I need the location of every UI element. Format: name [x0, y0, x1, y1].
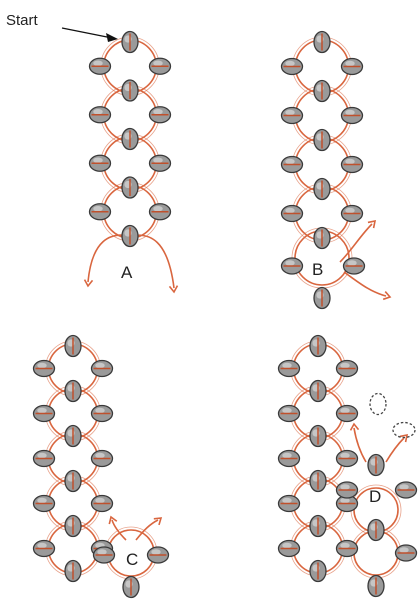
panel-a-center-bead — [121, 176, 139, 199]
panel-b-side-bead — [340, 106, 364, 125]
start-arrow-icon — [61, 27, 118, 42]
panel-b-side-bead — [280, 57, 304, 76]
panel-d-center-bead — [309, 559, 327, 583]
panel-b-side-bead — [340, 204, 364, 223]
panel-d-side-bead — [335, 539, 359, 558]
panel-a-arrow-left — [83, 279, 94, 288]
panel-c-side-bead — [32, 494, 56, 513]
panel-c-center-bead — [64, 424, 82, 448]
panel-d-side-bead — [394, 481, 418, 499]
panel-d-side-bead — [277, 404, 301, 423]
panel-b-side-bead — [280, 106, 304, 125]
panel-c-center-bead — [64, 469, 82, 493]
panel-c-thread-left — [111, 519, 127, 541]
panel-a-side-bead — [88, 203, 112, 221]
panel-d-side-bead — [335, 494, 359, 513]
panel-d-center-bead — [309, 379, 327, 403]
start-label: Start — [6, 12, 39, 29]
panel-d-ghost-bead-vertical — [369, 392, 387, 416]
panel-c-thread-right — [135, 519, 159, 541]
panel-a-side-bead — [148, 57, 172, 75]
panel-c-center-bead — [64, 514, 82, 538]
panel-d-side-bead — [277, 494, 301, 513]
panel-c-center-bead — [64, 379, 82, 403]
panel-d-center-bead — [309, 424, 327, 448]
panel-b-side-bead — [280, 204, 304, 223]
panel-b-side-bead — [340, 155, 364, 174]
panel-b-center-bead — [313, 79, 331, 103]
panel-b-side-bead — [342, 257, 366, 275]
panel-c-side-bead — [32, 449, 56, 468]
panel-a-side-bead — [88, 154, 112, 172]
step-label-c: C — [126, 550, 138, 569]
beads — [32, 30, 418, 599]
panel-d-side-bead — [277, 449, 301, 468]
panel-d-center-bead — [309, 469, 327, 493]
panel-b-thread-down — [343, 271, 387, 297]
panel-c-side-bead — [32, 359, 56, 378]
panel-b-center-bead — [313, 226, 331, 250]
panel-d-center-bead — [367, 518, 385, 542]
panel-c-side-bead — [90, 359, 114, 378]
panel-a-side-bead — [148, 203, 172, 221]
panel-d-side-bead — [335, 404, 359, 423]
panel-b-side-bead — [280, 257, 304, 275]
panel-a-center-bead — [121, 30, 139, 54]
panel-b-center-bead — [313, 30, 331, 54]
panel-b-center-bead — [313, 128, 331, 152]
panel-a-center-bead — [121, 224, 139, 248]
panel-c-center-bead — [64, 334, 82, 358]
panel-b-arrow-down — [382, 291, 392, 301]
panel-d-ghost-bead-horizontal — [392, 421, 416, 439]
panel-b-center-bead — [313, 177, 331, 201]
panel-d-side-bead — [335, 449, 359, 468]
panel-c-side-bead — [146, 546, 170, 564]
panel-c-side-bead — [90, 494, 114, 513]
panel-c-side-bead — [90, 404, 114, 423]
panel-d-arrow-up — [349, 422, 360, 431]
panel-d-side-bead — [277, 359, 301, 378]
panel-d-side-bead — [277, 539, 301, 558]
panel-d-thread-right — [385, 437, 405, 463]
panel-c-center-bead — [122, 575, 140, 599]
panel-d-side-bead — [335, 359, 359, 378]
panel-d-center-bead — [367, 574, 385, 598]
panel-d-center-bead — [309, 334, 327, 358]
panel-a-side-bead — [88, 57, 112, 75]
panel-a-arrow-right — [168, 285, 179, 294]
panel-c-side-bead — [32, 404, 56, 423]
step-label-b: B — [312, 260, 323, 279]
panel-d-side-bead — [335, 481, 359, 499]
panel-b-center-bead — [313, 286, 331, 310]
panel-d-center-bead — [309, 514, 327, 538]
step-label-a: A — [121, 263, 133, 282]
panel-b-side-bead — [340, 57, 364, 76]
panel-c-arrow-left — [108, 515, 118, 525]
panel-a-side-bead — [148, 154, 172, 172]
panel-a-center-bead — [121, 127, 139, 151]
panel-b-side-bead — [280, 155, 304, 174]
panel-c-side-bead — [32, 539, 56, 558]
panel-a-center-bead — [121, 79, 139, 102]
panel-d-center-bead — [367, 453, 385, 477]
panel-c-side-bead — [92, 546, 116, 564]
panel-d-arrow-right — [399, 433, 409, 443]
step-label-d: D — [369, 487, 381, 506]
panel-d-side-bead — [394, 544, 418, 562]
panel-d-thread-up — [353, 427, 367, 463]
panel-a-side-bead — [148, 106, 172, 124]
panel-b-arrow-up — [367, 219, 377, 229]
panel-c-arrow-right — [153, 517, 163, 526]
panel-c-center-bead — [64, 559, 82, 583]
panel-c-side-bead — [90, 449, 114, 468]
panel-a-side-bead — [88, 106, 112, 124]
panel-b-thread-up — [339, 223, 373, 263]
